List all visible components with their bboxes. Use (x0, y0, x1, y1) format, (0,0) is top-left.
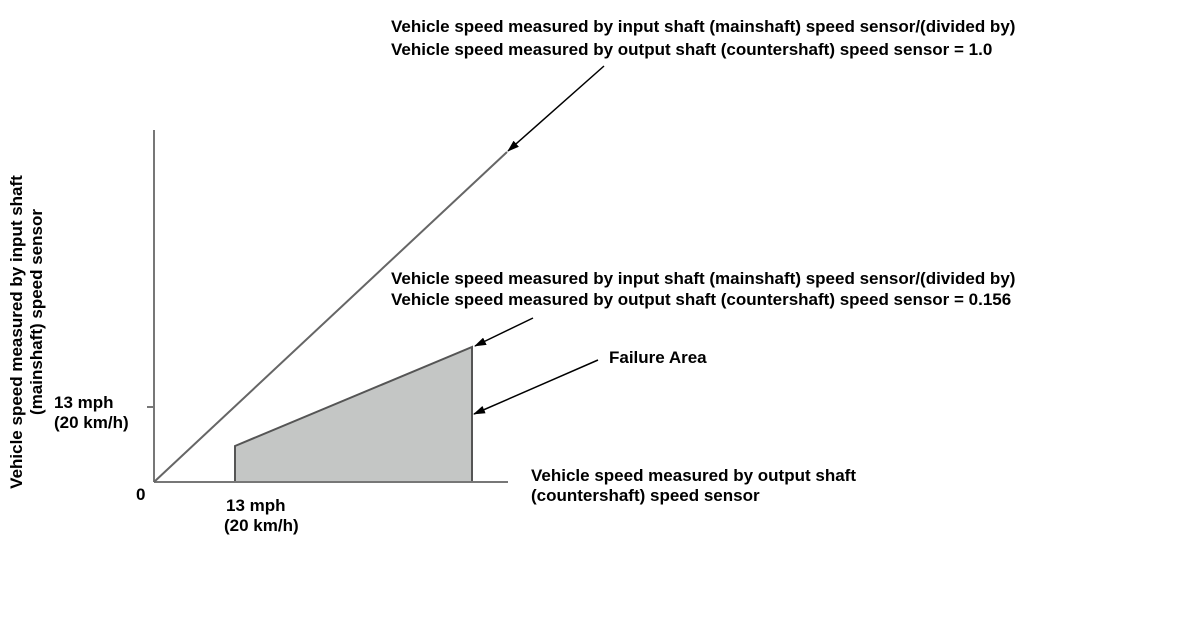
middle-callout-line2: Vehicle speed measured by output shaft (… (391, 290, 1011, 309)
top-callout-line1: Vehicle speed measured by input shaft (m… (391, 17, 1015, 36)
y-axis-label-line2: (mainshaft) speed sensor (27, 209, 46, 415)
x-tick-label-line2: (20 km/h) (224, 516, 299, 535)
middle-callout-line1: Vehicle speed measured by input shaft (m… (391, 269, 1015, 288)
y-tick-label-line1: 13 mph (54, 393, 114, 412)
failure-area (234, 345, 473, 483)
top-callout-line2: Vehicle speed measured by output shaft (… (391, 40, 992, 59)
y-axis-label-line1: Vehicle speed measured by input shaft (7, 175, 26, 489)
x-tick-label-line1: 13 mph (226, 496, 286, 515)
top-callout-arrow (507, 65, 605, 152)
y-tick-label-line2: (20 km/h) (54, 413, 129, 432)
x-axis-label-line1: Vehicle speed measured by output shaft (531, 466, 856, 485)
failure-area-arrow (473, 359, 599, 415)
ratio-1-line (153, 151, 508, 483)
x-axis-label-line2: (countershaft) speed sensor (531, 486, 760, 505)
failure-area-label: Failure Area (609, 348, 707, 367)
middle-callout-arrow (474, 317, 534, 347)
origin-label: 0 (136, 485, 145, 504)
